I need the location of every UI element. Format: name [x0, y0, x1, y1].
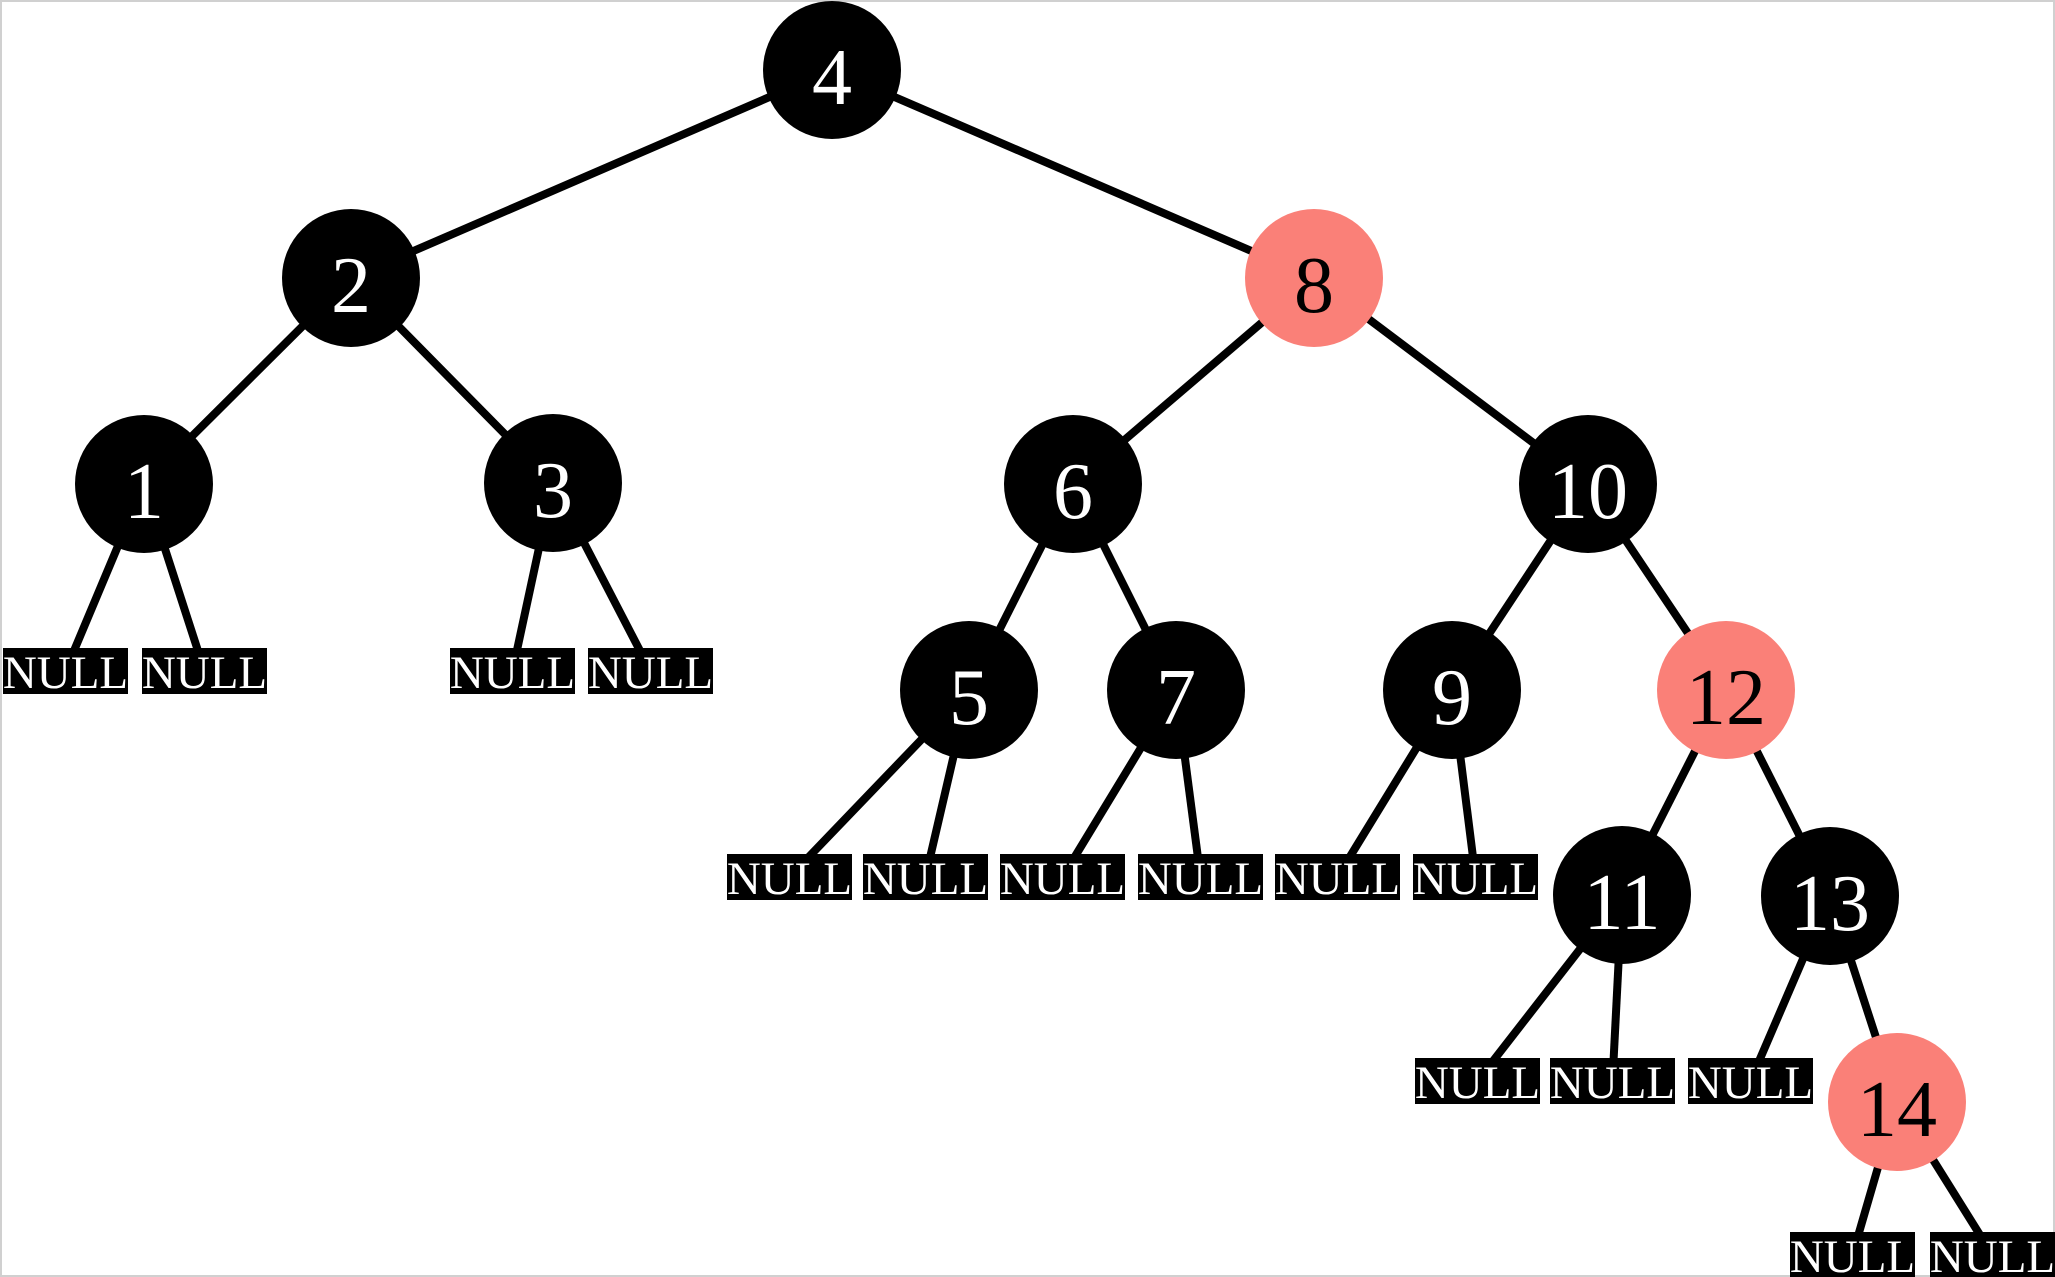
null-leaf-label-null-5R: NULL [863, 853, 988, 905]
null-leaf-null-1L [3, 648, 128, 694]
null-leaf-null-9R [1413, 854, 1538, 900]
tree-node-4 [763, 1, 901, 139]
null-leaf-null-1R [142, 648, 267, 694]
tree-node-14 [1828, 1033, 1966, 1171]
null-leaf-null-5R [863, 854, 988, 900]
tree-node-label-9: 9 [1432, 654, 1472, 742]
tree-node-label-8: 8 [1294, 242, 1334, 330]
null-leaf-null-7L [1000, 854, 1125, 900]
tree-node-label-11: 11 [1583, 859, 1660, 947]
null-leaf-null-13L [1688, 1058, 1813, 1104]
null-leaf-null-11L [1415, 1058, 1540, 1104]
tree-node-8 [1245, 209, 1383, 347]
null-leaf-label-null-5L: NULL [727, 853, 852, 905]
null-leaf-label-null-9R: NULL [1413, 853, 1538, 905]
null-leaf-label-null-11L: NULL [1415, 1057, 1540, 1109]
tree-node-12 [1657, 621, 1795, 759]
null-leaf-label-null-11R: NULL [1550, 1057, 1675, 1109]
tree-node-label-3: 3 [533, 447, 573, 535]
tree-node-7 [1107, 621, 1245, 759]
tree-edge-n4-n8 [830, 66, 1316, 282]
null-leaf-label-null-14R: NULL [1930, 1231, 2055, 1277]
tree-node-label-2: 2 [331, 242, 371, 330]
null-leaf-label-null-7R: NULL [1138, 853, 1263, 905]
tree-edge-n4-n2 [349, 66, 834, 282]
null-leaf-null-11R [1550, 1058, 1675, 1104]
tree-node-label-12: 12 [1686, 654, 1766, 742]
tree-node-label-14: 14 [1857, 1066, 1937, 1154]
tree-node-2 [282, 209, 420, 347]
null-leaf-null-5L [727, 854, 852, 900]
tree-node-13 [1761, 827, 1899, 965]
null-leaf-null-14R [1930, 1232, 2055, 1277]
null-leaf-label-null-7L: NULL [1000, 853, 1125, 905]
tree-node-3 [484, 414, 622, 552]
tree-node-label-10: 10 [1548, 448, 1628, 536]
tree-node-label-5: 5 [949, 654, 989, 742]
tree-node-label-6: 6 [1053, 448, 1093, 536]
null-leaf-label-null-9L: NULL [1275, 853, 1400, 905]
tree-node-1 [75, 415, 213, 553]
null-leaf-null-3L [450, 648, 575, 694]
null-leaf-null-9L [1275, 854, 1400, 900]
tree-node-5 [900, 621, 1038, 759]
null-leaf-null-3R [588, 648, 713, 694]
tree-node-label-7: 7 [1156, 654, 1196, 742]
tree-node-label-1: 1 [124, 448, 164, 536]
tree-node-6 [1004, 415, 1142, 553]
null-leaf-null-7R [1138, 854, 1263, 900]
null-leaf-null-14L [1790, 1232, 1915, 1277]
null-leaf-label-null-3R: NULL [588, 647, 713, 699]
tree-node-9 [1383, 621, 1521, 759]
tree-node-11 [1553, 826, 1691, 964]
null-leaf-label-null-13L: NULL [1688, 1057, 1813, 1109]
null-leaf-label-null-1R: NULL [142, 647, 267, 699]
tree-node-label-13: 13 [1790, 860, 1870, 948]
null-leaf-label-null-3L: NULL [450, 647, 575, 699]
null-leaf-label-null-1L: NULL [3, 647, 128, 699]
null-leaf-label-null-14L: NULL [1790, 1231, 1915, 1277]
tree-node-label-4: 4 [812, 34, 852, 122]
tree-node-10 [1519, 415, 1657, 553]
